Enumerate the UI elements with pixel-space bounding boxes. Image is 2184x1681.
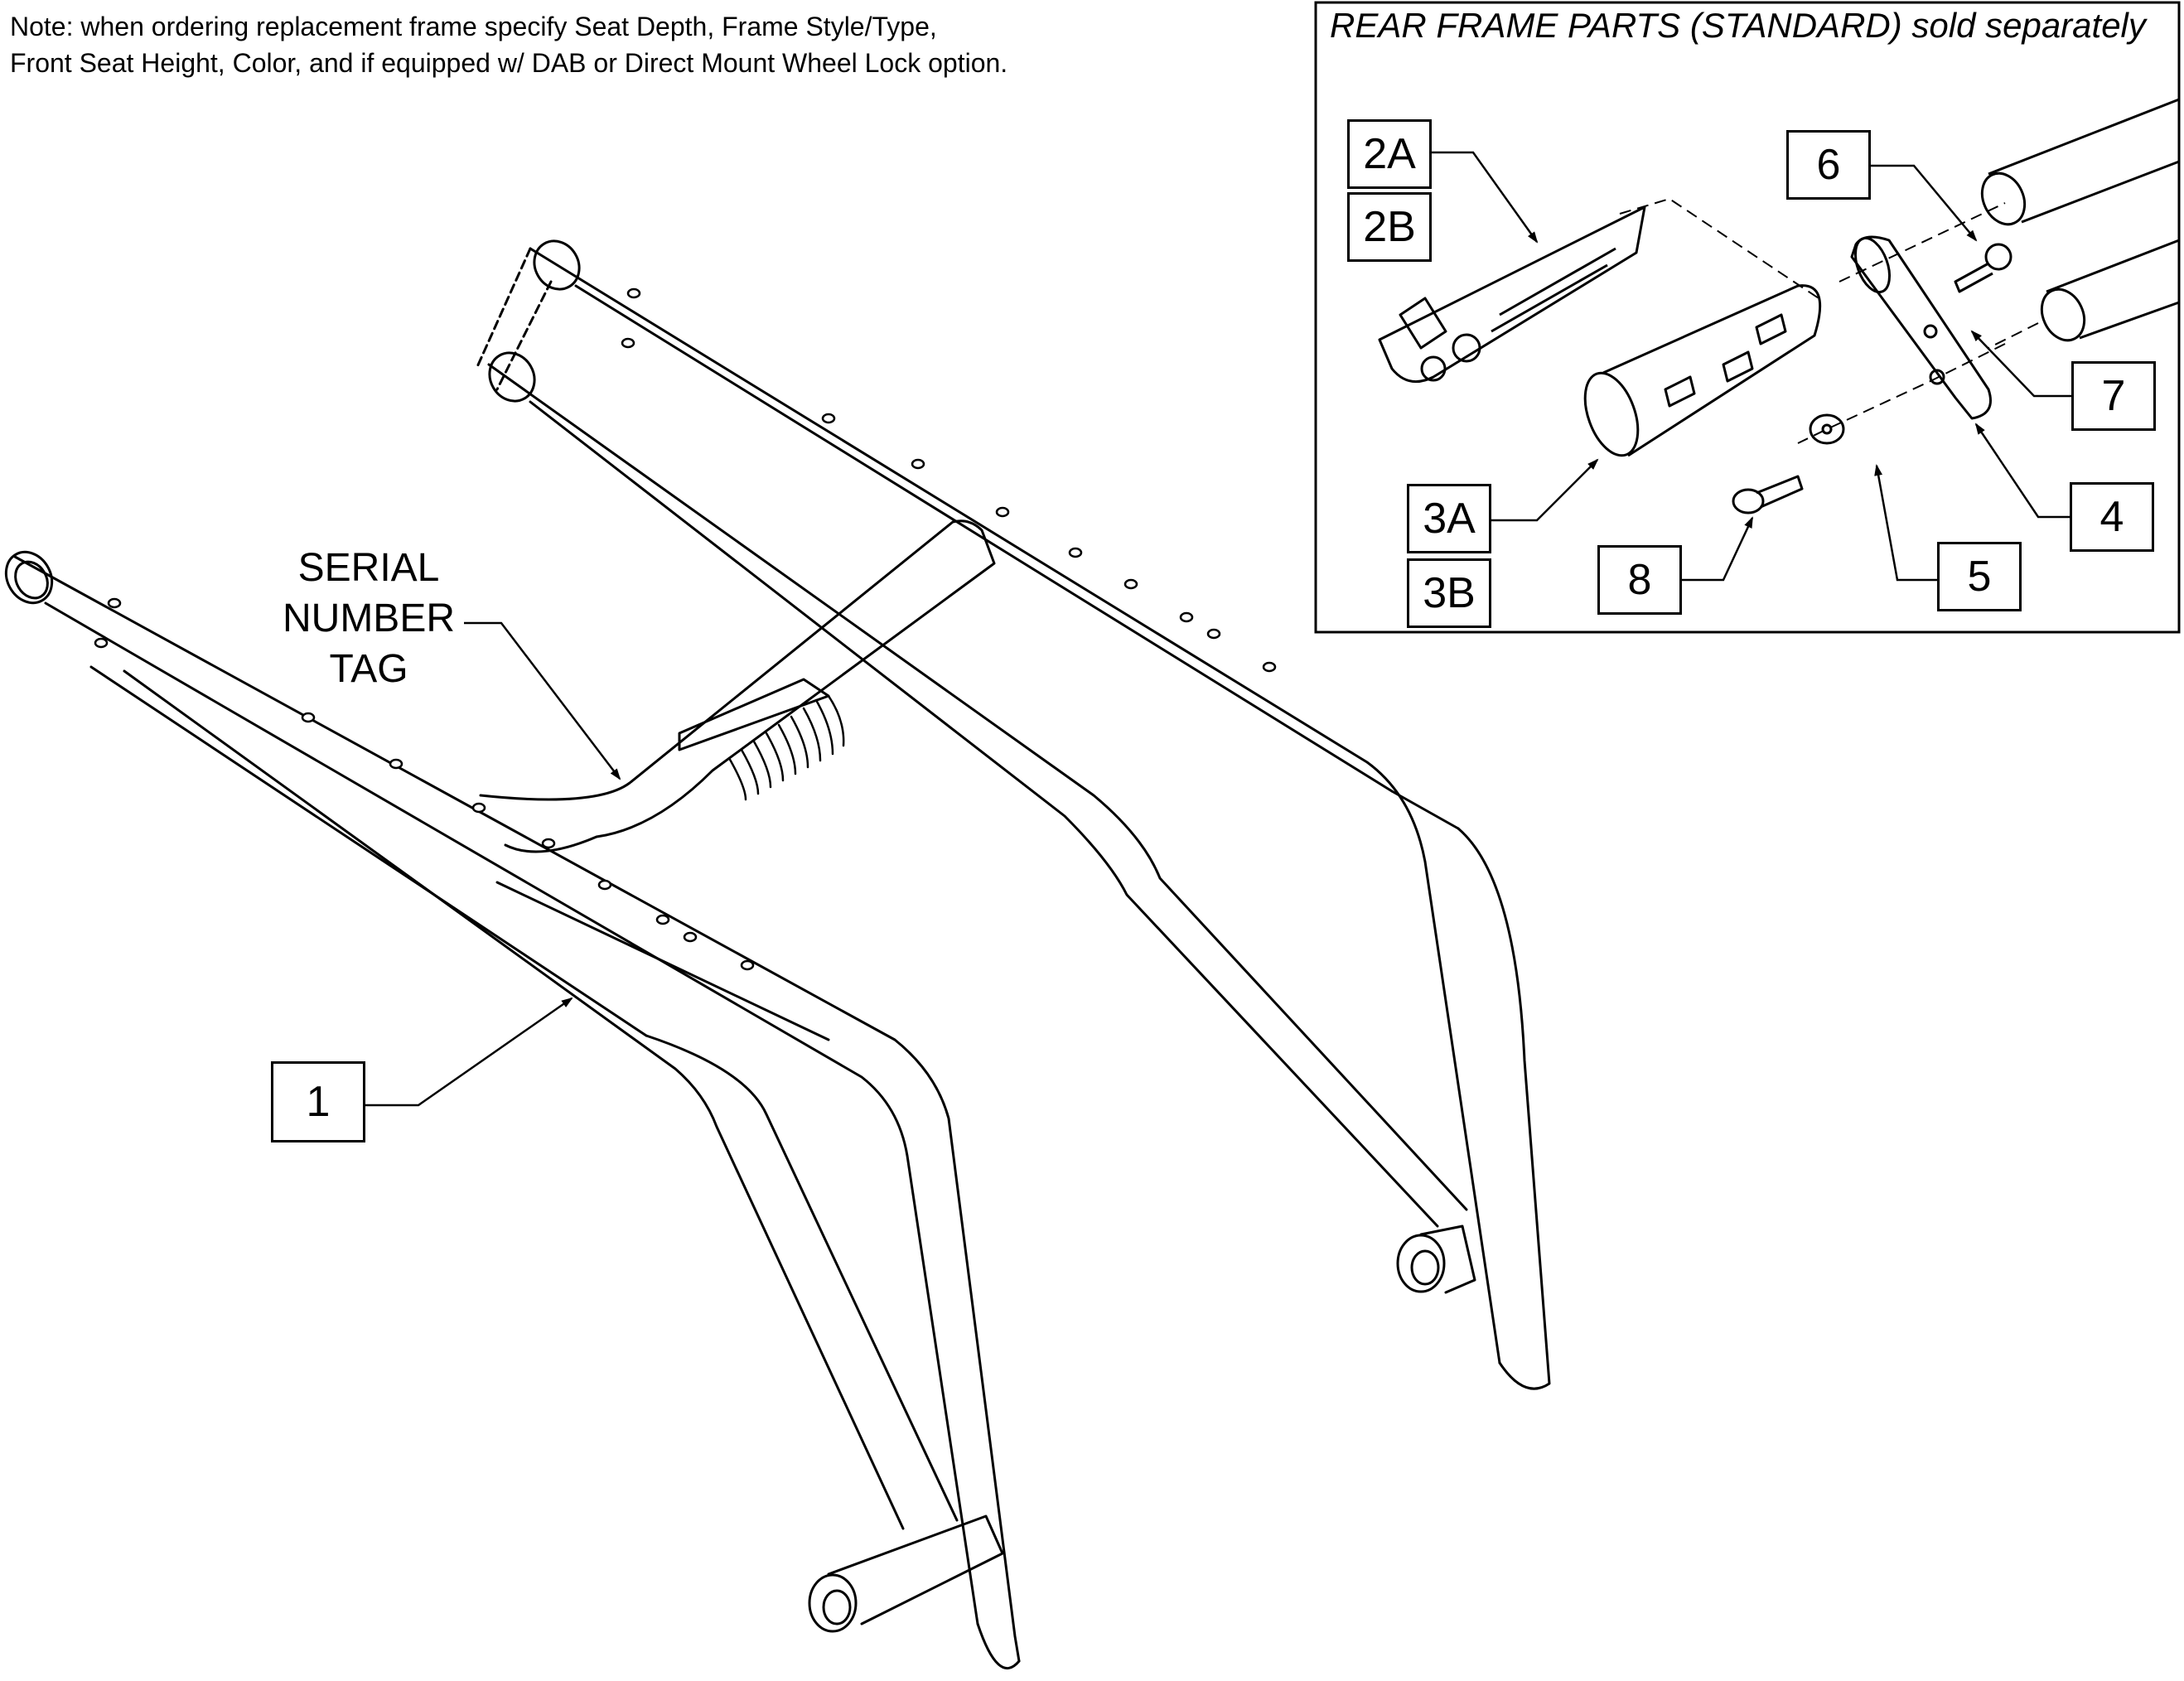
leader-6 [1868,164,1978,242]
left-side-tube [4,550,1021,1670]
leader-4 [1974,423,2070,519]
front-mount-right [1396,1225,1476,1294]
right-side-tube [475,239,1551,1390]
leader-1 [365,997,573,1107]
part-6-screw [1954,243,2012,293]
rear-tube-upper [1980,98,2180,226]
frame-holes [94,287,1277,971]
serial-tag-line-1: SERIAL [297,546,440,590]
callout-2b: 2B [1347,192,1432,262]
serial-tag-line-2: NUMBER [282,597,455,640]
leader-lines [365,151,2071,1107]
callout-4: 4 [2070,482,2154,552]
rear-tube-lower [2040,239,2180,342]
main-frame [4,239,1551,1670]
leader-2a [1430,151,1539,244]
assembly-lines [1619,197,2039,444]
leader-serial-tag [464,621,621,780]
leader-7 [1970,330,2071,398]
part-3a-sleeve [1583,284,1822,457]
leader-8 [1682,516,1754,582]
ordering-note: Note: when ordering replacement frame sp… [10,8,1007,81]
serial-tag-line-3: TAG [329,647,408,691]
part-4-bracket [1850,235,1992,420]
cross-brace [479,519,996,853]
front-mount-left [808,1514,1004,1633]
serial-number-tag-label: SERIAL NUMBER TAG [249,543,489,694]
leader-5 [1874,464,1937,582]
ordering-note-line-2: Front Seat Height, Color, and if equippe… [10,48,1008,78]
part-2a-housing [1378,205,1646,384]
callout-2a: 2A [1347,119,1432,189]
callout-8: 8 [1597,545,1682,615]
callout-5: 5 [1937,542,2022,611]
part-5-washer [1809,413,1845,445]
callout-3b: 3B [1407,558,1491,628]
callout-7: 7 [2071,361,2156,431]
part-8-bolt [1732,475,1804,514]
callout-1: 1 [271,1061,365,1142]
grip-ribs [727,694,845,801]
ordering-note-line-1: Note: when ordering replacement frame sp… [10,12,937,41]
detail-parts [1378,98,2180,514]
detail-panel-border [1314,1,2181,634]
leader-3a [1491,458,1599,522]
detail-panel-title: REAR FRAME PARTS (STANDARD) sold separat… [1330,6,2146,45]
callout-6: 6 [1786,130,1871,200]
callout-3a: 3A [1407,484,1491,553]
washer-hole [1821,423,1833,435]
